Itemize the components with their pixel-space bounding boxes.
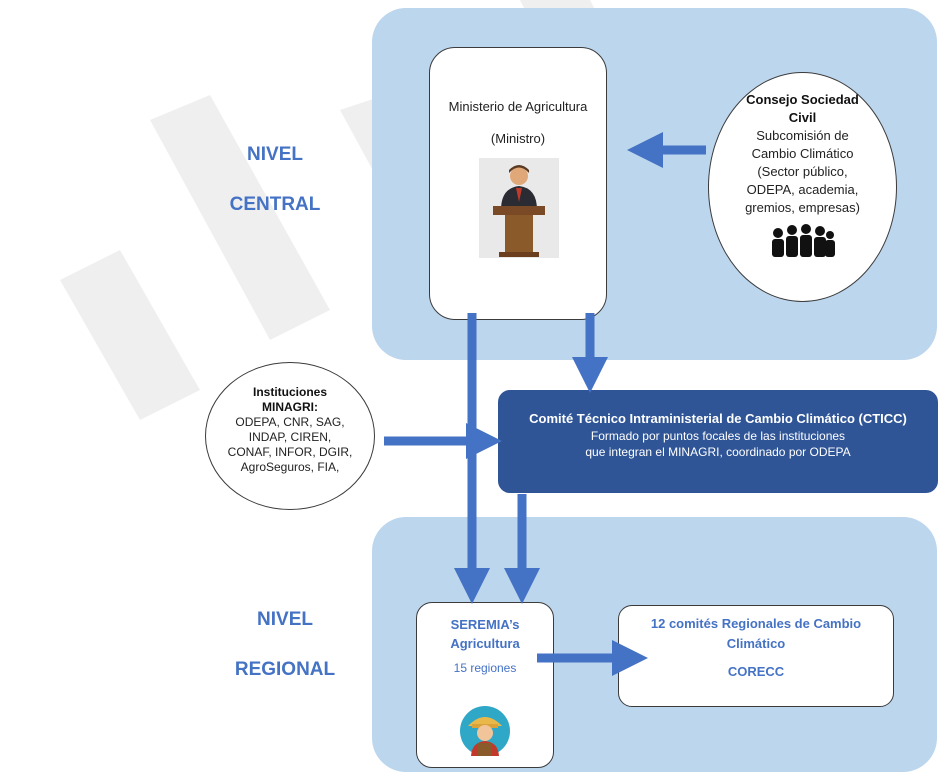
ministerio-role: (Ministro) (490, 131, 546, 146)
instituciones-body: ODEPA, CNR, SAG, INDAP, CIREN, CONAF, IN… (206, 415, 374, 475)
cticc-line2: que integran el MINAGRI, coordinado por … (585, 445, 851, 459)
level-regional-label: NIVEL REGIONAL (220, 595, 350, 695)
seremia-subtitle: 15 regiones (453, 661, 517, 675)
consejo-ellipse: Consejo Sociedad Civil Subcomisión de Ca… (708, 72, 897, 302)
instituciones-body-line: ODEPA, CNR, SAG, (235, 415, 345, 429)
consejo-body-line: (Sector público, (757, 164, 848, 179)
cticc-box: Comité Técnico Intraministerial de Cambi… (498, 390, 938, 493)
seremia-title: SEREMIA’s Agricultura (417, 615, 553, 653)
seremia-title-line1: SEREMIA’s (450, 617, 520, 632)
level-central-line2: CENTRAL (229, 194, 321, 215)
corecc-acronym: CORECC (727, 664, 785, 679)
level-regional-line1: NIVEL (257, 609, 313, 630)
consejo-title-line2: Civil (788, 110, 817, 125)
seremia-title-line2: Agricultura (450, 636, 520, 651)
cticc-line1: Formado por puntos focales de las instit… (590, 429, 846, 443)
consejo-title-line1: Consejo Sociedad (746, 92, 859, 107)
minister-podium-icon (479, 158, 559, 258)
instituciones-body-line: CONAF, INFOR, DGIR, (227, 445, 353, 459)
corecc-title-line1: 12 comités Regionales de Cambio (650, 616, 862, 631)
instituciones-body-line: INDAP, CIREN, (248, 430, 332, 444)
instituciones-title-line2: MINAGRI: (262, 400, 318, 414)
corecc-box: 12 comités Regionales de Cambio Climátic… (618, 605, 894, 707)
ministerio-box: Ministerio de Agricultura (Ministro) (429, 47, 607, 320)
level-central-label: NIVEL CENTRAL (215, 130, 335, 230)
instituciones-ellipse: Instituciones MINAGRI: ODEPA, CNR, SAG, … (205, 362, 375, 510)
consejo-title: Consejo Sociedad Civil (709, 91, 896, 127)
farmer-icon (460, 706, 510, 756)
group-of-people-icon (772, 224, 835, 257)
level-regional-line2: REGIONAL (234, 659, 336, 680)
instituciones-title: Instituciones MINAGRI: (206, 385, 374, 415)
consejo-body-line: Cambio Climático (751, 146, 854, 161)
level-central-line1: NIVEL (247, 144, 303, 165)
seremia-box: SEREMIA’s Agricultura 15 regiones (416, 602, 554, 768)
consejo-body-line: ODEPA, academia, (746, 182, 859, 197)
consejo-body-line: Subcomisión de (756, 128, 849, 143)
cticc-title: Comité Técnico Intraministerial de Cambi… (529, 411, 907, 426)
consejo-body: Subcomisión de Cambio Climático (Sector … (709, 127, 896, 217)
consejo-body-line: gremios, empresas) (745, 200, 860, 215)
corecc-title: 12 comités Regionales de Cambio Climátic… (619, 614, 893, 654)
corecc-title-line2: Climático (726, 636, 786, 651)
instituciones-body-line: AgroSeguros, FIA, (240, 460, 340, 474)
instituciones-title-line1: Instituciones (252, 385, 327, 399)
ministerio-name: Ministerio de Agricultura (448, 99, 588, 114)
